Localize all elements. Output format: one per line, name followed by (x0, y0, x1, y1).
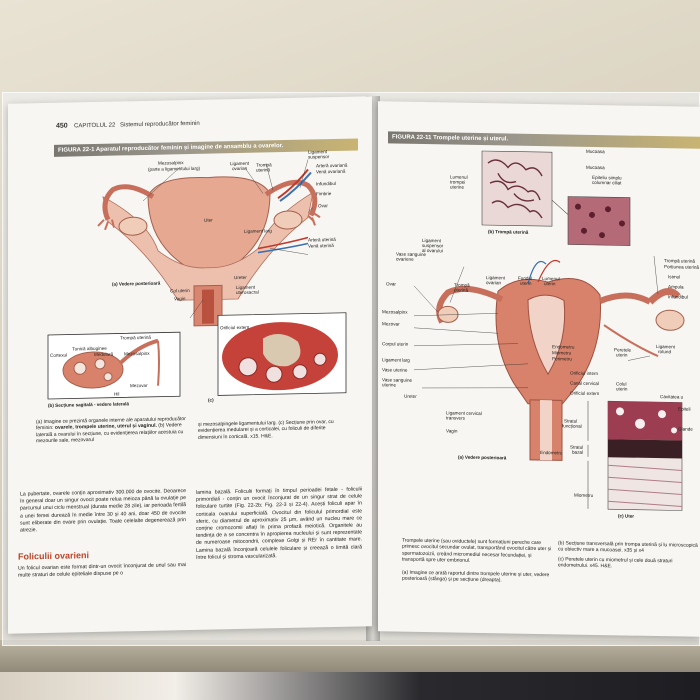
label-mezosalpinx: Mezosalpinx (158, 160, 184, 166)
label-vedere-posterioara: (a) Vedere posterioară (112, 280, 161, 287)
label-trompa-panel: (b) Trompă uterină (488, 229, 529, 235)
right-caption-1: Trompele uterine (sau oviductele) sunt f… (402, 537, 552, 565)
reproductive-diagram (47, 159, 347, 400)
label-ligament-larg: Ligament larg (382, 357, 410, 363)
label-endometru-b: Endometru (540, 450, 563, 456)
label-vena-uterina: Venă uterină (308, 242, 334, 249)
label-trompa-2: uterină (454, 287, 469, 293)
left-caption-1: (a) Imagine ce prezintă organele interne… (36, 416, 186, 445)
label-endometru: Endometru (552, 344, 575, 350)
label-trompa-uterina: Trompă uterină (120, 334, 151, 341)
label-ampula: Ampula (668, 284, 684, 290)
label-stratul-functional-2: funcțional (562, 423, 582, 429)
label-vase-sanguine-uterine-2: uterine (382, 382, 397, 388)
label-stratul-bazal-2: bazal (572, 449, 583, 455)
label-vedere-posterioara-r: (a) Vedere posterioară (458, 454, 507, 461)
label-cortexul: Cortexul (50, 352, 68, 358)
label-ligament-ovarian-2: ovarian (486, 280, 502, 286)
label-sectiune-sagitala: (b) Secțiune sagitală - vedere laterală (48, 401, 129, 408)
label-ovar: Ovar (386, 281, 396, 287)
right-caption-2: (a) Imagine ce arată raportul dintre tro… (402, 569, 550, 584)
label-uter: Uter (204, 217, 213, 223)
label-ligament-larg: Ligament larg (244, 228, 272, 234)
label-infundibul: Infundibul (316, 180, 336, 187)
label-epiteliu-2: columnar ciliat (592, 179, 622, 186)
label-mezovar: Mezovar (130, 382, 148, 389)
paragraph-lamina: lamina bazală. Foliculii formați în timp… (196, 486, 362, 561)
label-ligament-cervical-2: transvers (446, 415, 465, 421)
label-panel-c: (c) (208, 397, 214, 403)
label-vagin: Vagin (174, 296, 186, 302)
label-vena-ovariana: Venă ovariană (316, 168, 346, 175)
label-orificiul-extern: Orificiul extern (220, 324, 250, 331)
label-trompa-top-2: uterină (256, 167, 271, 173)
label-glande: Glande (678, 426, 693, 432)
label-istmul: Istmul (668, 274, 681, 280)
label-colul-uterin-2: uterin (616, 386, 628, 392)
label-ligament-ovarian-2: ovarian (232, 165, 248, 172)
right-page: FIGURA 22-11 Trompele uterine și uterul. (378, 101, 700, 637)
label-miometru: Miometru (552, 350, 572, 356)
label-cavitatea-uterina: Cavitatea u (660, 394, 684, 400)
label-ureter: Ureter (234, 274, 247, 281)
label-vase-uterine: Vase uterine (382, 367, 408, 373)
label-artera-uterina: Arteră uterină (308, 236, 336, 243)
label-epiteliu-r: Epiteli (678, 406, 691, 412)
label-col-uterin: Col uterin (170, 288, 190, 294)
label-peretele-uterin-2: uterin (616, 352, 628, 358)
label-ureter: Ureter (404, 393, 417, 399)
label-ligament-uterosacral-2: uterosacral (236, 289, 259, 296)
left-caption-2: și mezosalpingele ligamentului larg. (c)… (198, 418, 334, 441)
label-portiunea-uterina: Porțiunea uterină (664, 264, 699, 270)
label-infundibul: Infundibul (668, 294, 688, 300)
label-ovar: Ovar (318, 203, 328, 209)
label-corpul-uterin: Corpul uterin (382, 341, 409, 347)
paragraph-pubertate: La pubertate, ovarele conțin aproximativ… (20, 488, 186, 534)
label-mezosalpinx: Mezosalpinx (382, 309, 408, 315)
label-tunica-albuginea: Tunică albuginee (72, 345, 107, 352)
label-fimbrie: Fimbrie (316, 191, 332, 197)
label-fundul-uterin-2: uterin (520, 280, 532, 286)
label-orificiul-extern: Orificiul extern (570, 390, 600, 397)
label-trompa-uterina-r: Trompă uterină (664, 258, 695, 264)
left-page: 450 CAPITOLUL 22 Sistemul reproducător f… (8, 96, 372, 634)
foreground-cloth (0, 672, 700, 700)
label-vase-sanguine-2: ovariene (396, 256, 414, 262)
label-canal-cervical: Canal cervical (570, 380, 599, 387)
label-mucoasa: Mucoasa (586, 164, 605, 171)
label-artera-ovariana: Arteră ovariană (316, 162, 348, 169)
label-perimetru: Perimetru (552, 356, 572, 362)
label-hil: Hil (114, 391, 120, 397)
label-orificiul-intern: Orificiul intern (570, 370, 599, 377)
label-miometru-b: Miometru (574, 492, 594, 498)
label-medulara: Medulară (94, 351, 114, 358)
label-mezosalpinx-b: Mezosalpinx (124, 350, 150, 357)
label-mucoasa-top: Mucoasa (586, 148, 605, 155)
label-uter-panel: (c) Uter (618, 513, 635, 519)
label-vagin: Vagin (446, 428, 458, 434)
heading-foliculii: Foliculii ovarieni (18, 550, 90, 562)
right-caption-4: (c) Peretele uterin cu miometrul și cele… (558, 556, 673, 570)
label-ligament-rotund-2: rotund (658, 349, 672, 355)
right-caption-3: (b) Secțiune transversală prin trompa ut… (558, 540, 698, 555)
label-lumenul-uterin-2: uterin (544, 281, 556, 287)
label-mezovar: Mezovar (382, 321, 400, 327)
uterus-diagram (413, 150, 685, 511)
label-ligament-suspensor-2: suspensor (308, 154, 330, 160)
label-lumenul-trompei-3: uterine (450, 184, 465, 190)
paragraph-folicul: Un folicul ovarian este format dintr-un … (18, 562, 186, 579)
